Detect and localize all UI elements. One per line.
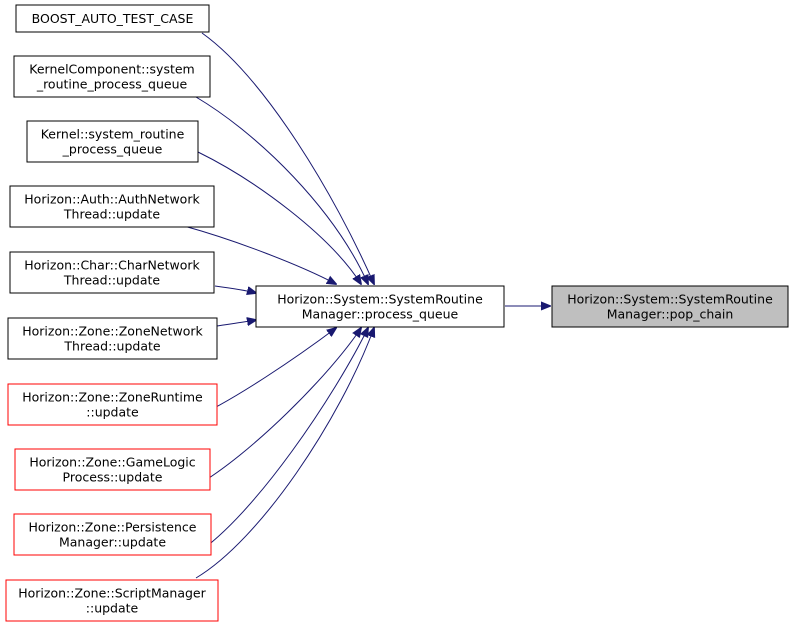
node-label-line: Manager::update — [59, 535, 166, 550]
edge-script-to-process_queue — [195, 328, 374, 579]
node-label-line: Kernel::system_routine — [41, 127, 185, 142]
node-label-line: ::update — [86, 405, 139, 420]
edge-kernelcomp-to-process_queue — [195, 96, 368, 284]
node-label-line: Manager::pop_chain — [607, 307, 734, 322]
node-label-line: Horizon::System::SystemRoutine — [567, 292, 773, 307]
node-label-line: Process::update — [63, 470, 163, 485]
node-label-line: BOOST_AUTO_TEST_CASE — [32, 11, 194, 26]
node-box — [551, 285, 789, 328]
node-kernelcomp[interactable]: KernelComponent::system_routine_process_… — [13, 55, 211, 98]
node-box — [5, 579, 219, 622]
node-label-line: Horizon::Zone::GameLogic — [29, 455, 195, 470]
node-label-line: Thread::update — [63, 273, 160, 288]
edge-auth-to-process_queue — [183, 225, 336, 284]
node-label-line: Horizon::Auth::AuthNetwork — [24, 192, 200, 207]
node-box — [15, 4, 210, 33]
node-label-line: _routine_process_queue — [36, 77, 188, 92]
node-pop_chain: Horizon::System::SystemRoutineManager::p… — [551, 285, 789, 328]
node-box — [7, 317, 218, 360]
node-persistence[interactable]: Horizon::Zone::PersistenceManager::updat… — [13, 513, 212, 556]
node-box — [7, 383, 218, 426]
edge-gamelogic-to-process_queue — [195, 328, 361, 487]
nodes: BOOST_AUTO_TEST_CASEKernelComponent::sys… — [5, 4, 789, 622]
node-label-line: KernelComponent::system — [29, 62, 194, 77]
node-label-line: Horizon::Zone::ZoneNetwork — [22, 324, 203, 339]
node-label-line: Horizon::Zone::Persistence — [29, 520, 197, 535]
node-label-line: Horizon::Char::CharNetwork — [24, 258, 200, 273]
node-label-line: ::update — [86, 601, 139, 616]
edge-boost-to-process_queue — [201, 32, 374, 284]
node-process_queue[interactable]: Horizon::System::SystemRoutineManager::p… — [255, 285, 505, 328]
node-label-line: Manager::process_queue — [302, 307, 459, 322]
edge-persistence-to-process_queue — [195, 328, 368, 555]
node-box — [13, 55, 211, 98]
node-label-line: Thread::update — [63, 207, 160, 222]
node-zoneruntime[interactable]: Horizon::Zone::ZoneRuntime::update — [7, 383, 218, 426]
node-script[interactable]: Horizon::Zone::ScriptManager::update — [5, 579, 219, 622]
node-label-line: Thread::update — [63, 339, 160, 354]
edge-char-to-process_queue — [214, 285, 256, 293]
node-box — [13, 513, 212, 556]
node-boost[interactable]: BOOST_AUTO_TEST_CASE — [15, 4, 210, 33]
node-label-line: _process_queue — [62, 142, 163, 157]
node-box — [255, 285, 505, 328]
node-box — [26, 120, 199, 163]
edge-kernel-to-process_queue — [197, 151, 361, 284]
node-kernel[interactable]: Kernel::system_routine_process_queue — [26, 120, 199, 163]
edges — [183, 32, 550, 579]
node-label-line: Horizon::System::SystemRoutine — [277, 292, 483, 307]
node-box — [9, 185, 215, 228]
node-label-line: Horizon::Zone::ZoneRuntime — [22, 390, 203, 405]
node-box — [14, 448, 211, 491]
edge-zonenet-to-process_queue — [216, 320, 256, 327]
node-box — [9, 251, 215, 294]
node-label-line: Horizon::Zone::ScriptManager — [18, 586, 206, 601]
